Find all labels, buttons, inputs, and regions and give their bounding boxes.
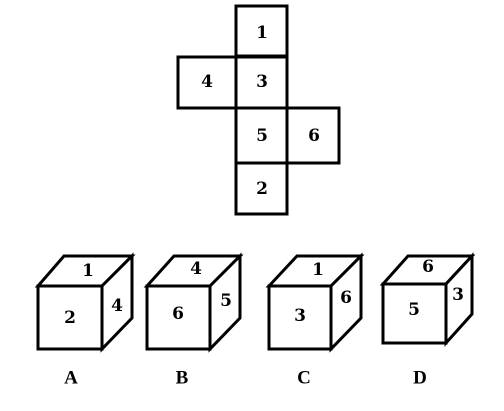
net-face-3: 3 [234, 55, 289, 110]
option-a-top-number: 1 [82, 261, 94, 281]
option-d-top-number: 6 [422, 257, 434, 277]
option-b-front-face [145, 284, 212, 351]
net-face-2-number: 2 [256, 179, 268, 199]
option-c-label: C [297, 368, 311, 389]
net-face-3-number: 3 [256, 72, 268, 92]
option-d-front-face [381, 282, 448, 345]
net-face-1: 1 [234, 4, 289, 58]
option-a-cube[interactable]: 1 2 4 [34, 252, 136, 353]
option-b-top-number: 4 [190, 259, 202, 279]
net-face-6: 6 [285, 106, 341, 165]
option-d-cube[interactable]: 6 5 3 [379, 252, 476, 347]
net-face-1-number: 1 [256, 23, 268, 43]
option-d-side-number: 3 [452, 285, 464, 305]
net-face-4-number: 4 [201, 72, 213, 92]
option-b-side-number: 5 [220, 291, 232, 311]
cube-net: 1 4 3 5 6 2 [176, 4, 341, 216]
option-c-cube[interactable]: 1 3 6 [265, 252, 365, 353]
net-face-4: 4 [176, 55, 238, 110]
net-face-2: 2 [234, 161, 289, 216]
option-c-top-number: 1 [312, 260, 324, 280]
option-c-side-number: 6 [340, 288, 352, 308]
net-face-5-number: 5 [256, 126, 268, 146]
option-d-label: D [413, 368, 427, 389]
option-b-cube[interactable]: 4 6 5 [143, 252, 244, 353]
option-c-front-number: 3 [294, 306, 306, 326]
option-c-front-face [267, 284, 333, 351]
option-d-front-number: 5 [408, 300, 420, 320]
option-a-front-face [36, 284, 104, 351]
option-a-label: A [64, 368, 78, 389]
option-b-front-number: 6 [172, 304, 184, 324]
option-a-front-number: 2 [64, 308, 76, 328]
option-a-side-number: 4 [111, 296, 123, 316]
option-b-label: B [176, 368, 189, 389]
net-face-5: 5 [234, 106, 289, 165]
net-face-6-number: 6 [308, 126, 320, 146]
